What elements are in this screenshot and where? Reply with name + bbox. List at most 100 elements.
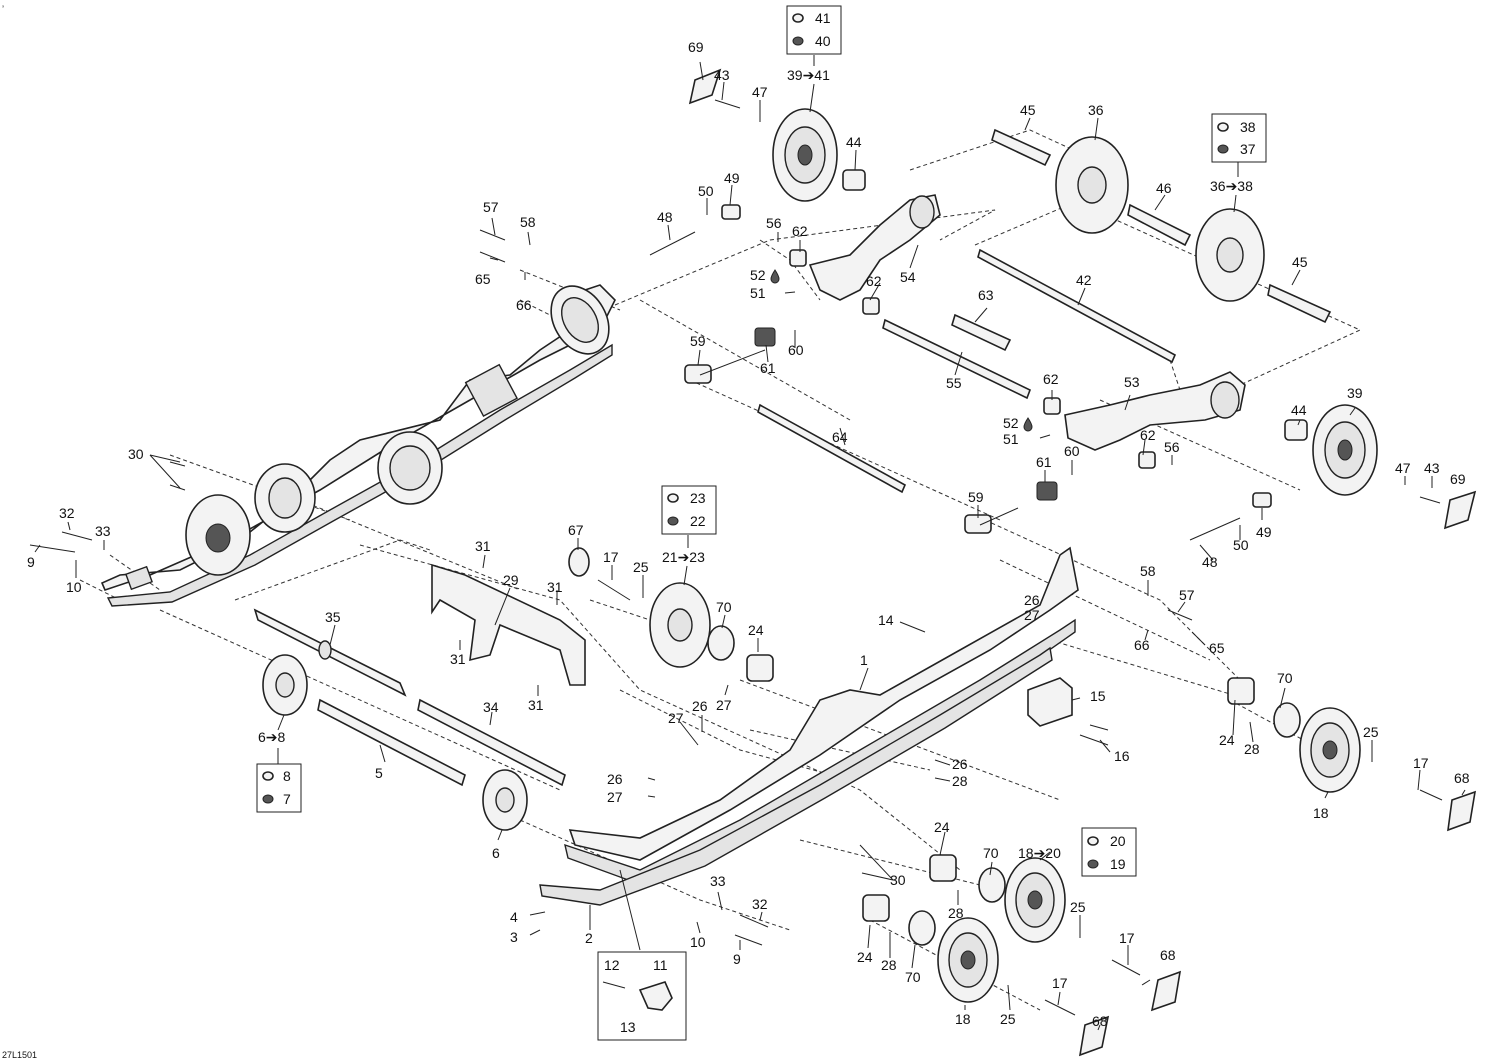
label-32: 32 [59, 505, 75, 521]
label-47: 47 [752, 84, 768, 100]
label-48: 48 [657, 209, 673, 225]
label-29: 29 [503, 572, 519, 588]
label-51: 51 [750, 285, 766, 301]
label-70: 70 [716, 599, 732, 615]
label-10: 10 [66, 579, 82, 595]
label-32-b: 32 [752, 896, 768, 912]
label-70-d: 70 [905, 969, 921, 985]
wheel-39-right [1312, 404, 1378, 496]
label-51-b: 51 [1003, 431, 1019, 447]
label-60-b: 60 [1064, 443, 1080, 459]
callout-22: 22 [690, 513, 706, 529]
label-62-b: 62 [866, 273, 882, 289]
label-24: 24 [748, 622, 764, 638]
callout-37: 37 [1240, 141, 1256, 157]
label-42: 42 [1076, 272, 1092, 288]
part-labels: 39➔41 36➔38 21➔23 6➔8 18➔20 69 43 47 44 … [27, 39, 1470, 1035]
label-18-20: 18➔20 [1018, 845, 1061, 861]
wheel-39-top [772, 108, 838, 202]
cross-shafts [253, 128, 1332, 787]
label-28: 28 [952, 773, 968, 789]
label-10-b: 10 [690, 934, 706, 950]
rear-arm [1064, 371, 1246, 451]
bracket-68-mid [1150, 970, 1182, 1012]
label-44-b: 44 [1291, 402, 1307, 418]
label-69-b: 69 [1450, 471, 1466, 487]
label-39-41: 39➔41 [787, 67, 830, 83]
leader-lines [34, 55, 1466, 1031]
label-45-b: 45 [1292, 254, 1308, 270]
label-58-b: 58 [1140, 563, 1156, 579]
label-17-b: 17 [1413, 755, 1429, 771]
label-27-d: 27 [1024, 607, 1040, 623]
callout-38: 38 [1240, 119, 1256, 135]
label-31-d: 31 [528, 697, 544, 713]
lubricant-drop-icon-b [1023, 417, 1033, 432]
lubricant-drop-icon [770, 269, 780, 284]
label-65: 65 [475, 271, 491, 287]
detail-box [597, 869, 687, 1041]
label-66-b: 66 [1134, 637, 1150, 653]
label-6-8: 6➔8 [258, 729, 286, 745]
label-27: 27 [716, 697, 732, 713]
callout-box-23-22: 23 22 [661, 485, 717, 535]
label-57-b: 57 [1179, 587, 1195, 603]
label-55: 55 [946, 375, 962, 391]
label-26: 26 [692, 698, 708, 714]
label-24-b: 24 [1219, 732, 1235, 748]
callout-box-20-19: 20 19 [1081, 827, 1137, 877]
label-56: 56 [766, 215, 782, 231]
label-35: 35 [325, 609, 341, 625]
label-31: 31 [475, 538, 491, 554]
label-36-38: 36➔38 [1210, 178, 1253, 194]
label-30-b: 30 [890, 872, 906, 888]
label-33: 33 [95, 523, 111, 539]
callout-41: 41 [815, 10, 831, 26]
front-arm [808, 194, 941, 301]
label-52: 52 [750, 267, 766, 283]
label-47-b: 47 [1395, 460, 1411, 476]
label-69: 69 [688, 39, 704, 55]
label-17: 17 [603, 549, 619, 565]
label-62: 62 [792, 223, 808, 239]
label-49: 49 [724, 170, 740, 186]
left-slide-rail [100, 284, 616, 607]
label-25-b: 25 [1363, 724, 1379, 740]
bracket-69-right [1443, 490, 1477, 530]
bolts [29, 99, 1443, 1016]
label-28-d: 28 [881, 957, 897, 973]
label-34: 34 [483, 699, 499, 715]
label-13: 13 [620, 1019, 636, 1035]
label-25-c: 25 [1070, 899, 1086, 915]
label-16: 16 [1114, 748, 1130, 764]
wheel-36 [1055, 136, 1129, 234]
label-33-b: 33 [710, 873, 726, 889]
wheel-18-right [1299, 707, 1361, 793]
callout-19: 19 [1110, 856, 1126, 872]
label-25: 25 [633, 559, 649, 575]
label-31-b: 31 [547, 579, 563, 595]
wheel-18-low [937, 917, 999, 1003]
wheel-6-lower [482, 769, 528, 831]
label-53: 53 [1124, 374, 1140, 390]
label-64: 64 [832, 429, 848, 445]
label-61: 61 [760, 360, 776, 376]
callout-23: 23 [690, 490, 706, 506]
label-50-b: 50 [1233, 537, 1249, 553]
label-67: 67 [568, 522, 584, 538]
label-65-b: 65 [1209, 640, 1225, 656]
label-56-b: 56 [1164, 439, 1180, 455]
right-slide-rail [539, 546, 1079, 906]
label-68-b: 68 [1160, 947, 1176, 963]
bracket-69-top [688, 68, 722, 105]
label-1: 1 [860, 652, 868, 668]
label-21-23: 21➔23 [662, 549, 705, 565]
label-57: 57 [483, 199, 499, 215]
label-66: 66 [516, 297, 532, 313]
label-11: 11 [653, 957, 668, 973]
label-26-b: 26 [607, 771, 623, 787]
label-52-b: 52 [1003, 415, 1019, 431]
label-43: 43 [714, 67, 730, 83]
label-3: 3 [510, 929, 518, 945]
label-63: 63 [978, 287, 994, 303]
